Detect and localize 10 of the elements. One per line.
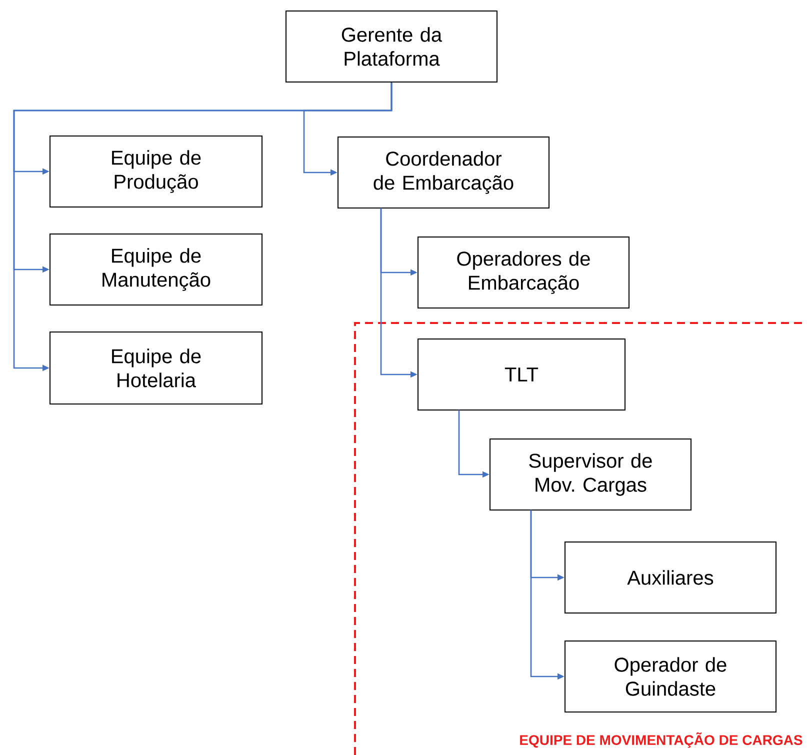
org-box: TLT <box>418 338 626 410</box>
org-box: Equipe de Produção <box>50 136 262 208</box>
org-box: Operadores de Embarcação <box>418 236 630 308</box>
org-box: Operador de Guindaste <box>564 640 776 712</box>
org-box: Auxiliares <box>564 541 776 614</box>
org-box: Equipe de Manutenção <box>50 234 262 306</box>
org-box: Coordenador de Embarcação <box>338 136 550 208</box>
org-box: Equipe de Hotelaria <box>50 331 262 404</box>
org-box: Supervisor de Mov. Cargas <box>490 438 692 510</box>
org-box: Gerente da Plataforma <box>286 10 498 82</box>
